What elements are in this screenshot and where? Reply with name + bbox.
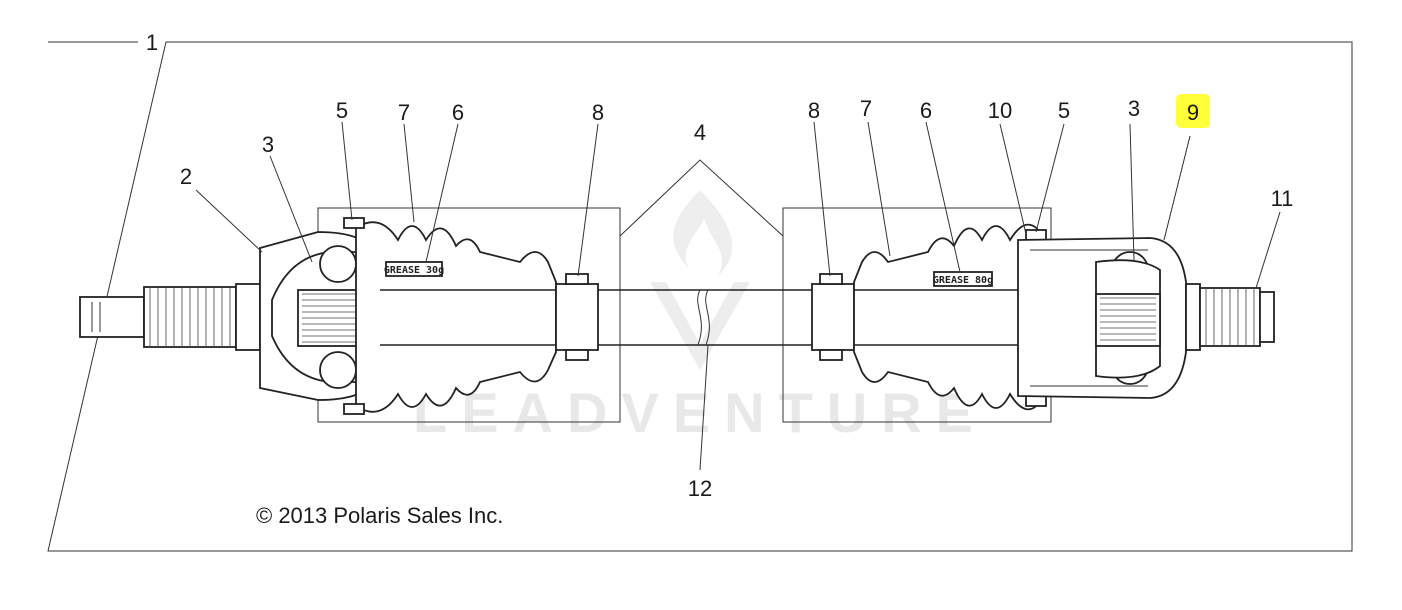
center-shaft xyxy=(598,289,812,346)
grease-right-label: GREASE 80g xyxy=(933,275,993,286)
callout-6-right[interactable]: 6 xyxy=(920,98,932,123)
grease-left-label: GREASE 30g xyxy=(384,265,444,276)
left-outer-clamp-top xyxy=(343,217,365,229)
callout-4[interactable]: 4 xyxy=(694,120,706,145)
callout-6-left[interactable]: 6 xyxy=(452,100,464,125)
left-inner-clamp-band-bottom xyxy=(565,349,589,361)
callout-2[interactable]: 2 xyxy=(180,164,192,189)
left-inner-clamp xyxy=(555,283,599,351)
right-boot: GREASE 80g xyxy=(811,223,1041,411)
callout-8-left[interactable]: 8 xyxy=(592,100,604,125)
watermark-text: LEADVENTURE xyxy=(413,381,987,444)
callout-9-highlight xyxy=(1176,94,1210,128)
v-logo-icon xyxy=(650,282,750,370)
assembly-frame: 1 xyxy=(47,30,1353,552)
right-inner-clamp xyxy=(811,283,855,351)
callout-3-left[interactable]: 3 xyxy=(262,132,274,157)
watermark: LEADVENTURE xyxy=(413,190,987,444)
left-outer-clamp-bottom xyxy=(343,403,365,415)
right-outer-clamp-bottom xyxy=(1025,395,1047,407)
callout-7-left[interactable]: 7 xyxy=(398,100,410,125)
left-boot: GREASE 30g xyxy=(355,221,557,413)
left-stub-shaft xyxy=(79,283,261,351)
callouts: 2 3 5 7 6 8 4 8 7 6 10 5 3 9 11 12 xyxy=(180,96,1294,501)
callout-5-right[interactable]: 5 xyxy=(1058,98,1070,123)
callout-5-left[interactable]: 5 xyxy=(336,98,348,123)
callout-11[interactable]: 11 xyxy=(1271,186,1294,211)
left-inner-clamp-band xyxy=(565,273,589,285)
callout-7-right[interactable]: 7 xyxy=(860,96,872,121)
callout-10[interactable]: 10 xyxy=(988,98,1012,123)
callout-8-right[interactable]: 8 xyxy=(808,98,820,123)
right-stub-shaft xyxy=(1185,283,1275,351)
callout-9[interactable]: 9 xyxy=(1187,100,1199,125)
right-cv-housing xyxy=(1017,237,1187,399)
callout-12[interactable]: 12 xyxy=(688,476,712,501)
callout-1[interactable]: 1 xyxy=(146,30,158,55)
copyright-text: © 2013 Polaris Sales Inc. xyxy=(256,503,503,528)
flame-logo-icon xyxy=(673,190,733,276)
callout-3-right[interactable]: 3 xyxy=(1128,96,1140,121)
leader-lines xyxy=(195,121,1281,471)
callout-4-leader xyxy=(619,159,784,237)
